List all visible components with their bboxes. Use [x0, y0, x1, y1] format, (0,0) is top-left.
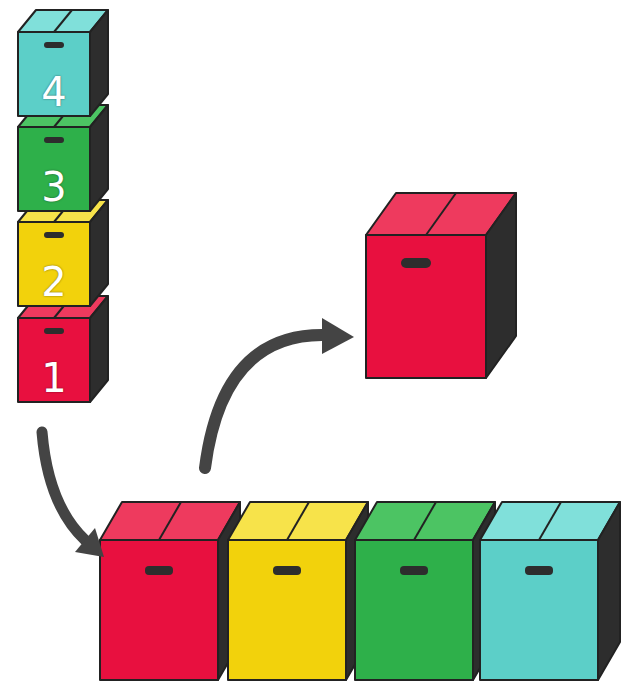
stack-box-green-part [44, 137, 64, 143]
single-box [366, 193, 516, 378]
stack-box-cyan [18, 10, 108, 116]
stack-box-green-part [90, 105, 108, 211]
arrow-head [322, 318, 354, 354]
box-number: 3 [18, 167, 90, 207]
row-box-red-part [145, 566, 173, 575]
row-box-red-part [159, 502, 181, 540]
row-box-green-part [414, 502, 436, 540]
stack-box-yellow-part [44, 232, 64, 238]
row-box-cyan-part [480, 502, 620, 540]
stack-box-green [18, 105, 108, 211]
row-box-green-part [400, 566, 428, 575]
row-box-red-part [100, 502, 240, 540]
stack-box-cyan-part [18, 32, 90, 116]
stack-box-yellow-part [18, 222, 90, 306]
box-number: 1 [18, 358, 90, 398]
row-box-red [100, 502, 240, 680]
row-box-green-part [355, 502, 495, 540]
arrow-head [75, 528, 104, 557]
single-box-part [426, 193, 456, 235]
row-box-cyan-part [480, 540, 598, 680]
arrow-up [205, 335, 322, 468]
stack-box-cyan-part [90, 10, 108, 116]
stacked-boxes [18, 10, 108, 402]
single-box-part [401, 258, 431, 268]
number-box: 4 [18, 32, 90, 116]
row-box-yellow [228, 502, 368, 680]
stack-box-cyan-part [54, 10, 72, 32]
stack-box-red-part [44, 328, 64, 334]
single-box-part [486, 193, 516, 378]
number-box: 2 [18, 222, 90, 306]
row-box-red-part [100, 540, 218, 680]
stack-box-yellow [18, 200, 108, 306]
row-box-yellow-part [287, 502, 309, 540]
number-box: 1 [18, 318, 90, 402]
stack-box-red-part [18, 318, 90, 402]
stack-box-green-part [18, 127, 90, 211]
stack-box-cyan-part [44, 42, 64, 48]
box-number: 2 [18, 262, 90, 302]
row-box-yellow-part [228, 502, 368, 540]
box-number: 4 [18, 72, 90, 112]
stack-box-yellow-part [90, 200, 108, 306]
row-box-cyan-part [539, 502, 561, 540]
number-box: 3 [18, 127, 90, 211]
row-boxes [100, 502, 620, 680]
row-box-cyan [480, 502, 620, 680]
stack-box-red-part [90, 296, 108, 402]
curved-arrows [42, 318, 354, 557]
row-box-cyan-part [525, 566, 553, 575]
stack-box-red [18, 296, 108, 402]
single-box-part [366, 235, 486, 378]
row-box-cyan-part [598, 502, 620, 680]
arrow-down [42, 432, 85, 540]
row-box-green [355, 502, 495, 680]
row-box-yellow-part [273, 566, 301, 575]
row-box-green-part [355, 540, 473, 680]
row-box-yellow-part [228, 540, 346, 680]
